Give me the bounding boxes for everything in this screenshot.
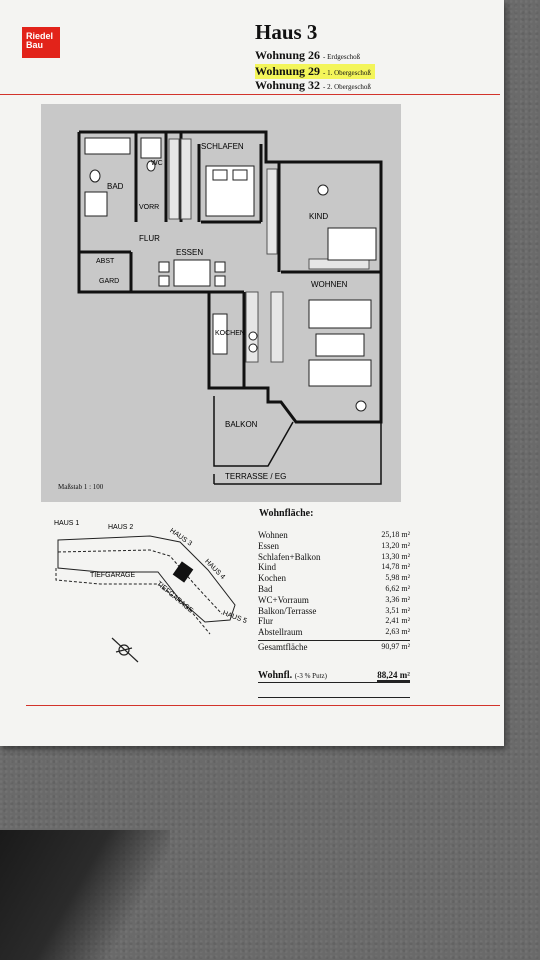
room-label-flur: FLUR	[139, 234, 160, 243]
site-plan-drawing	[55, 535, 236, 663]
dark-object	[0, 830, 170, 960]
room-label-wc: WC	[151, 160, 163, 167]
room-label-bad: BAD	[107, 182, 124, 191]
site-plan: HAUS 1 HAUS 2 HAUS 3 HAUS 4 HAUS 5 TIEFG…	[40, 510, 260, 670]
room-label-abst: ABST	[96, 258, 115, 265]
brochure-page: Riedel Bau Haus 3 Wohnung 26 - Erdgescho…	[0, 0, 504, 746]
room-label-gard: GARD	[99, 278, 120, 285]
net-living-area: Wohnfl. (-3 % Putz) 88,24 m²	[258, 670, 410, 682]
table-end-line	[258, 697, 410, 698]
apartment-26: Wohnung 26 - Erdgeschoß	[255, 48, 361, 62]
riedel-bau-logo: Riedel Bau	[22, 27, 60, 58]
site-label-tiefgarage-1: TIEFGARAGE	[90, 572, 136, 579]
floor-plan: SCHLAFEN BAD WC VORR KIND FLUR ESSEN ABS…	[41, 104, 401, 502]
room-label-kochen: KOCHEN	[215, 330, 245, 337]
header-divider	[0, 94, 500, 95]
room-label-vorr: VORR	[139, 204, 160, 211]
site-label-haus2: HAUS 2	[108, 524, 134, 531]
page-title: Haus 3	[255, 20, 318, 44]
apartment-29-highlighted: Wohnung 29 - 1. Obergeschoß	[255, 64, 375, 79]
room-label-kind: KIND	[309, 212, 329, 221]
floor-plan-drawing	[77, 130, 383, 485]
footer-divider	[26, 705, 500, 706]
room-label-terrasse: TERRASSE / EG	[225, 472, 287, 481]
room-label-balkon: BALKON	[225, 420, 258, 429]
wohnfl-underline	[258, 682, 410, 683]
area-table-title: Wohnfläche:	[259, 508, 314, 519]
plan-scale: Maßstab 1 : 100	[58, 483, 104, 491]
room-label-schlafen: SCHLAFEN	[201, 142, 244, 151]
room-label-wohnen: WOHNEN	[311, 280, 348, 289]
room-label-essen: ESSEN	[176, 248, 204, 257]
apartment-32: Wohnung 32 - 2. Obergeschoß	[255, 78, 371, 92]
site-label-haus1: HAUS 1	[54, 520, 80, 527]
